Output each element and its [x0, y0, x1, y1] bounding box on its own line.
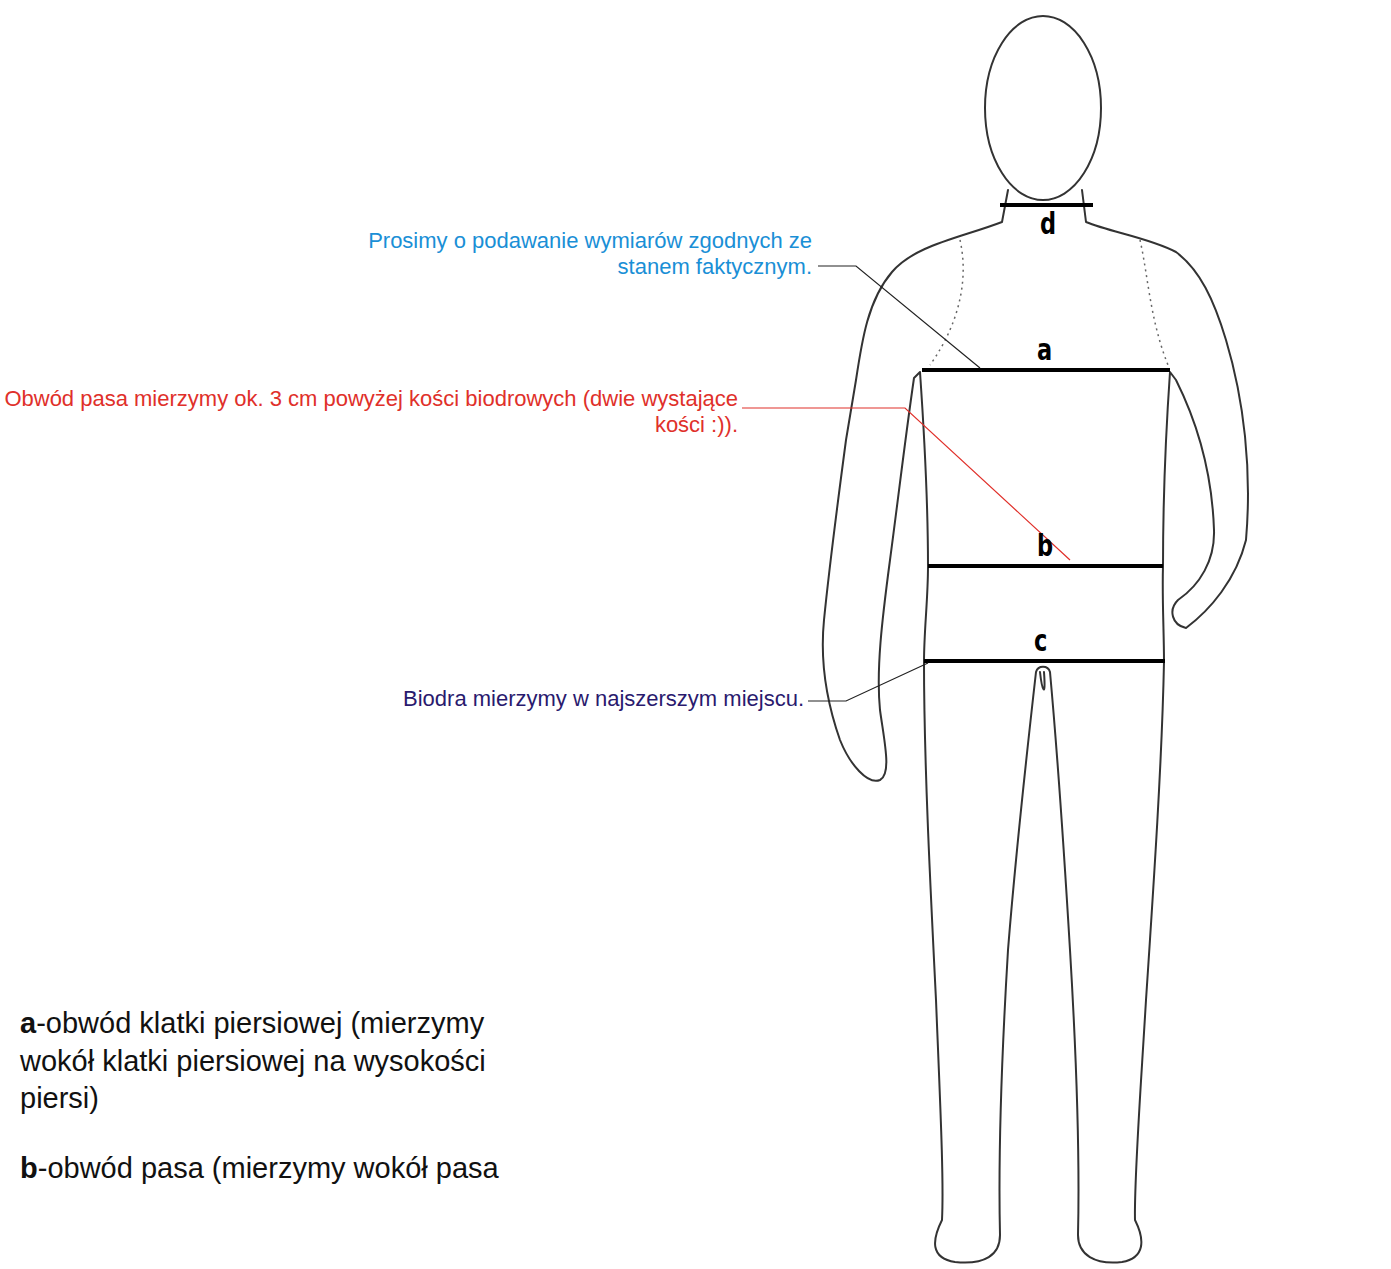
- callout-letter: b: [1037, 528, 1053, 564]
- measure-line: [928, 564, 1163, 568]
- measure-line: [924, 659, 1165, 663]
- leader-line: [808, 663, 928, 701]
- leader-line: [818, 266, 980, 368]
- callout-letter: a: [20, 1007, 36, 1039]
- note-text: Obwód pasa mierzymy ok. 3 cm powyżej koś…: [4, 386, 738, 439]
- description: b-obwód pasa (mierzymy wokół pasa: [20, 1150, 520, 1188]
- note-text: Biodra mierzymy w najszerszym miejscu.: [403, 686, 804, 712]
- note-text: Prosimy o podawanie wymiarów zgodnych ze…: [292, 228, 812, 281]
- body-outline: [823, 190, 1248, 1263]
- head-outline: [985, 16, 1101, 200]
- leader-line: [742, 408, 1070, 560]
- callout-letter: a: [1037, 332, 1052, 368]
- measure-line: [922, 368, 1170, 372]
- callout-letter: c: [1034, 623, 1047, 659]
- callout-letter: b: [20, 1152, 38, 1184]
- description-text: -obwód pasa (mierzymy wokół pasa: [38, 1152, 499, 1184]
- callout-letter: d: [1040, 206, 1056, 242]
- seam-line: [930, 240, 963, 365]
- seam-line: [1140, 240, 1168, 365]
- description-text: -obwód klatki piersiowej (mierzymy wokół…: [20, 1007, 486, 1114]
- description: a-obwód klatki piersiowej (mierzymy wokó…: [20, 1005, 520, 1118]
